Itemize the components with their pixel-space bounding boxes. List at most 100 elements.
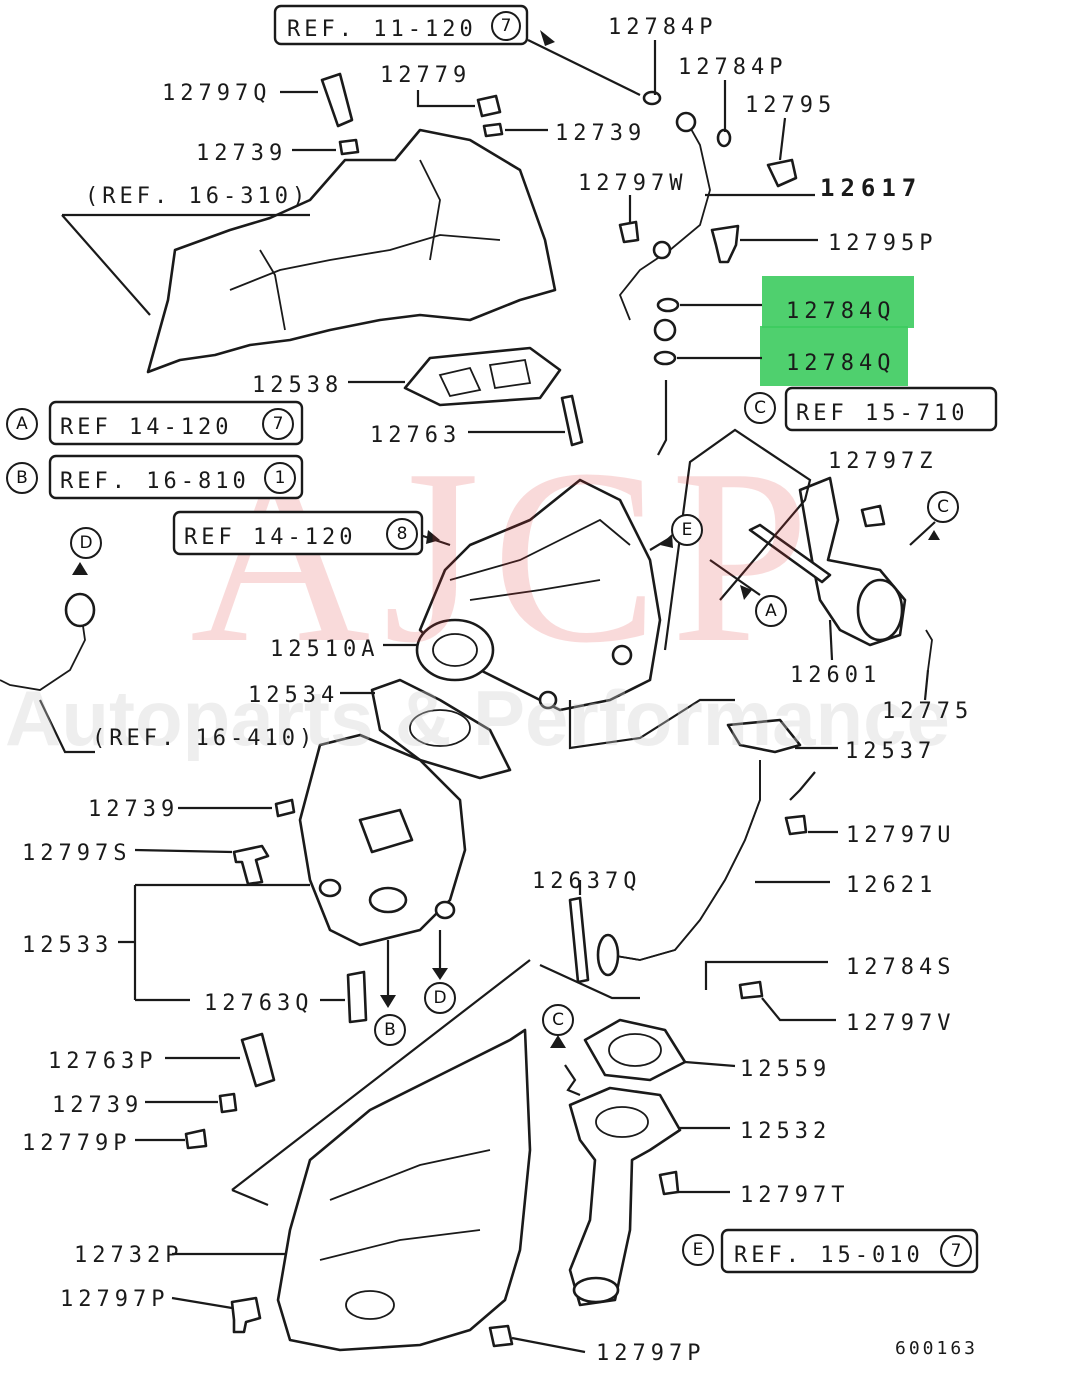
label-12797v[interactable]: 12797V	[846, 1011, 955, 1036]
ref-box-15-010[interactable]: REF. 15-010 7	[720, 1228, 979, 1274]
svg-text:E: E	[682, 520, 693, 540]
leader-12559	[684, 1060, 736, 1068]
elbow-stud-hole-a	[318, 878, 342, 898]
ref-16-410-label[interactable]: (REF. 16-410)	[92, 726, 316, 751]
label-12784s[interactable]: 12784S	[846, 955, 955, 980]
callout-d-bottom: D	[424, 982, 456, 1014]
label-12534[interactable]: 12534	[248, 683, 339, 708]
label-12779p[interactable]: 12779P	[22, 1131, 131, 1156]
label-12797w[interactable]: 12797W	[578, 171, 687, 196]
label-12637q[interactable]: 12637Q	[532, 869, 641, 894]
label-12739-d[interactable]: 12739	[52, 1093, 143, 1118]
turbo-inlet-flange	[415, 618, 495, 682]
actuator-rod	[748, 523, 832, 584]
pipe-12621	[609, 760, 761, 961]
label-12617[interactable]: 12617	[820, 174, 922, 202]
label-12797z[interactable]: 12797Z	[828, 449, 937, 474]
callout-a-mid: A	[755, 595, 787, 627]
stud-12763	[560, 394, 584, 447]
leader-c-arrow	[909, 521, 936, 546]
gasket-12538	[403, 346, 562, 407]
label-12739-a[interactable]: 12739	[555, 121, 646, 146]
callout-b-left: B	[6, 462, 38, 494]
label-12795[interactable]: 12795	[745, 93, 836, 118]
label-12784q-a[interactable]: 12784Q	[786, 299, 895, 324]
actuator-canister	[856, 578, 904, 642]
pipe-banjo-low	[653, 318, 677, 342]
bracket-turbo-outlet	[568, 698, 735, 750]
label-12784p-b[interactable]: 12784P	[678, 55, 787, 80]
ref-11-120-num: 7	[501, 16, 512, 36]
label-12779[interactable]: 12779	[380, 63, 471, 88]
washer-12784q-lower	[653, 350, 677, 366]
leader-12775	[923, 669, 930, 701]
label-12533[interactable]: 12533	[22, 933, 113, 958]
label-12797p-a[interactable]: 12797P	[60, 1287, 169, 1312]
label-12763[interactable]: 12763	[370, 423, 461, 448]
ref-box-11-120[interactable]: REF. 11-120 7	[273, 4, 529, 46]
label-12537[interactable]: 12537	[845, 739, 936, 764]
leader-pipe-down	[657, 380, 668, 456]
label-12739-b[interactable]: 12739	[196, 141, 287, 166]
washer-12784p-b	[716, 128, 732, 148]
ref-box-15-710[interactable]: REF 15-710	[784, 386, 998, 432]
label-12784p-a[interactable]: 12784P	[608, 15, 717, 40]
ref-16-310-label[interactable]: (REF. 16-310)	[85, 184, 309, 209]
turbo-inlet-bore	[432, 633, 478, 667]
callout-e-bottom: E	[682, 1234, 714, 1266]
bracket-lower-shield	[231, 959, 531, 1207]
bolt-12797q	[320, 72, 354, 128]
label-12763q[interactable]: 12763Q	[204, 991, 313, 1016]
bracket-12533	[118, 883, 310, 1002]
bolt-12797w	[618, 220, 640, 244]
label-12621[interactable]: 12621	[846, 873, 937, 898]
oil-pipe-12617	[618, 119, 711, 321]
bolt-12797u	[784, 814, 808, 836]
stud-12763q	[346, 970, 368, 1024]
label-12775[interactable]: 12775	[882, 699, 973, 724]
label-12797p-b[interactable]: 12797P	[596, 1341, 705, 1366]
svg-text:E: E	[693, 1240, 704, 1260]
callout-a-left: A	[6, 408, 38, 440]
label-12797s[interactable]: 12797S	[22, 841, 131, 866]
label-12797t[interactable]: 12797T	[740, 1183, 849, 1208]
washer-12739-mid	[274, 798, 296, 818]
sensor-connector	[64, 592, 96, 628]
shield-rib-b	[319, 1229, 481, 1261]
callout-d-top: D	[70, 527, 102, 559]
arrow-b-bottom	[380, 995, 396, 1008]
label-12510a[interactable]: 12510A	[270, 637, 379, 662]
label-12532[interactable]: 12532	[740, 1119, 831, 1144]
svg-text:D: D	[433, 988, 446, 1008]
svg-text:A: A	[765, 601, 777, 621]
ref-box-14-120-a[interactable]: REF 14-120 7	[48, 400, 304, 446]
label-12559[interactable]: 12559	[740, 1057, 831, 1082]
ref-14-120-a-label: REF 14-120	[60, 415, 232, 440]
label-12795p[interactable]: 12795P	[828, 231, 937, 256]
lower-heat-shield-12732p	[276, 1028, 532, 1352]
label-12784q-b[interactable]: 12784Q	[786, 351, 895, 376]
front-pipe-flange-bore	[595, 1106, 649, 1138]
stud-12763p	[240, 1032, 276, 1088]
svg-text:C: C	[754, 398, 766, 418]
heat-shield-rib	[229, 234, 501, 291]
callout-c-ref-15-710: C	[744, 392, 776, 424]
ref-box-14-120-b[interactable]: REF 14-120 8	[172, 510, 424, 556]
label-12739-c[interactable]: 12739	[88, 797, 179, 822]
sensor-wire	[0, 604, 86, 691]
ref-box-16-810[interactable]: REF. 16-810 1	[48, 454, 304, 500]
label-12763p[interactable]: 12763P	[48, 1049, 157, 1074]
washer-12739-top	[482, 122, 504, 138]
label-12797q[interactable]: 12797Q	[162, 81, 271, 106]
gasket-12559-hole	[608, 1033, 662, 1067]
label-12538[interactable]: 12538	[252, 373, 343, 398]
leader-12601	[828, 619, 834, 661]
figure-code: 600163	[895, 1338, 978, 1359]
label-12732p[interactable]: 12732P	[74, 1243, 183, 1268]
label-12797u[interactable]: 12797U	[846, 823, 955, 848]
label-12601[interactable]: 12601	[790, 663, 881, 688]
leader-12797s	[134, 848, 233, 854]
ref-16-810-num: 1	[275, 468, 286, 488]
bracket-actuator	[663, 428, 812, 651]
